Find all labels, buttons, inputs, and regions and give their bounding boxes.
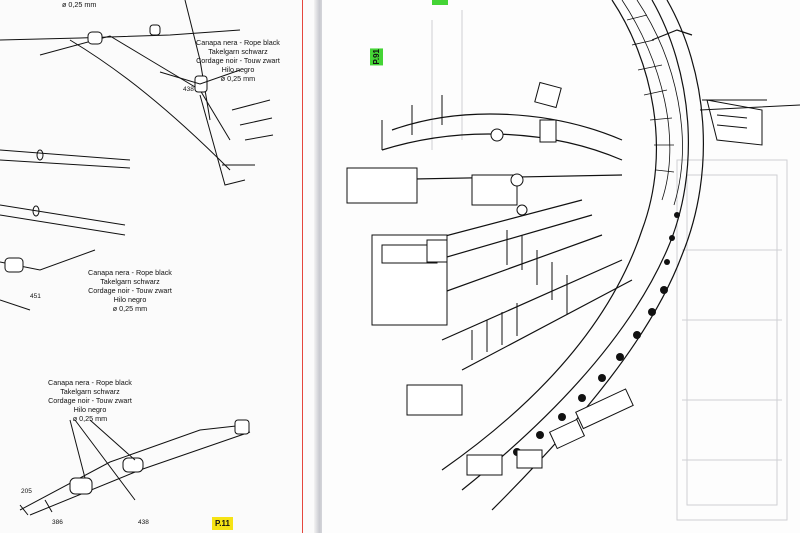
rope-callout-line: Hilo negro (113, 295, 147, 304)
rope-callout-2: Canapa nera - Rope black Takelgarn schwa… (88, 268, 172, 313)
left-instruction-page: ø 0,25 mm Canapa nera - Rope black Takel… (0, 0, 318, 533)
right-instruction-page: P.91 (322, 0, 800, 533)
rope-callout-1: Canapa nera - Rope black Takelgarn schwa… (196, 38, 280, 83)
part-tag: P.91 (370, 48, 383, 66)
red-page-border (302, 0, 303, 533)
rope-callout-line: Canapa nera - Rope black (88, 268, 172, 277)
rope-callout-line: Canapa nera - Rope black (48, 378, 132, 387)
rope-callout-3: Canapa nera - Rope black Takelgarn schwa… (48, 378, 132, 423)
rope-callout-line: Takelgarn schwarz (208, 47, 268, 56)
part-number: 451 (30, 293, 41, 300)
rigging-diagram (0, 0, 274, 516)
part-number: 386 (52, 519, 63, 526)
part-number: 438 (183, 86, 194, 93)
rope-callout-line: Cordage noir - Touw zwart (48, 396, 132, 405)
ship-hull-diagram (346, 0, 800, 521)
rope-callout-line: ø 0,25 mm (220, 74, 256, 83)
top-rope-spec: ø 0,25 mm (62, 0, 97, 9)
rope-callout-line: Cordage noir - Touw zwart (196, 56, 280, 65)
rope-callout-line: Takelgarn schwarz (100, 277, 160, 286)
part-number: 438 (138, 519, 149, 526)
rope-callout-line: Takelgarn schwarz (60, 387, 120, 396)
rope-callout-line: Hilo negro (221, 65, 255, 74)
part-number: 205 (21, 488, 32, 495)
rope-callout-line: Canapa nera - Rope black (196, 38, 280, 47)
rope-callout-line: ø 0,25 mm (112, 304, 148, 313)
rope-callout-line: Cordage noir - Touw zwart (88, 286, 172, 295)
rope-callout-line: ø 0,25 mm (72, 414, 108, 423)
page-tag: P.11 (212, 517, 233, 530)
rope-callout-line: Hilo negro (73, 405, 107, 414)
green-tab-fragment (432, 0, 448, 5)
